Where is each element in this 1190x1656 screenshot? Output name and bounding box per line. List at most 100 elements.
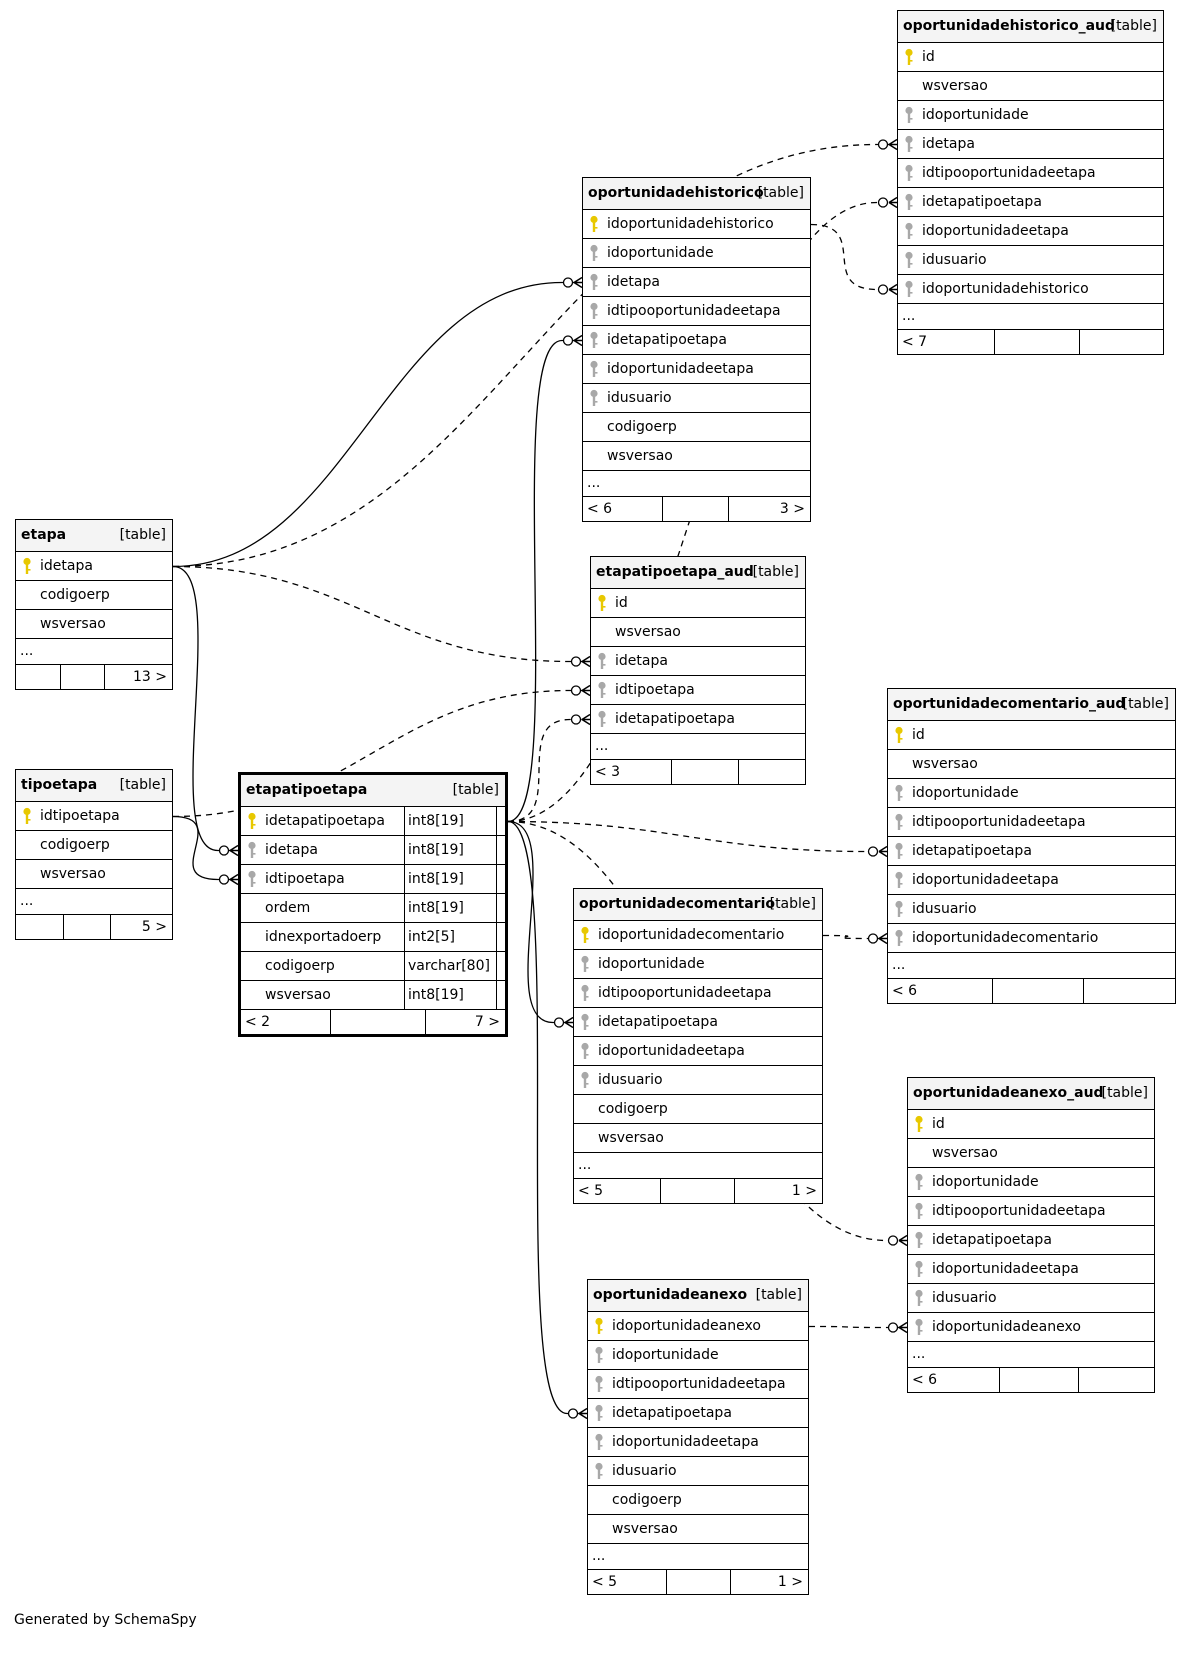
column-row[interactable]: idoportunidadeetapa	[574, 1037, 822, 1066]
column-row[interactable]: idtipooportunidadeetapa	[898, 159, 1163, 188]
column-row[interactable]: idtipooportunidadeetapa	[583, 297, 810, 326]
child-count[interactable]: 1 >	[791, 1183, 817, 1199]
column-row[interactable]: idetapatipoetapa	[588, 1399, 808, 1428]
table-name[interactable]: oportunidadecomentario	[579, 896, 775, 912]
column-row[interactable]: idoportunidade	[908, 1168, 1154, 1197]
parent-count[interactable]	[16, 915, 64, 939]
parent-count[interactable]	[16, 665, 61, 689]
column-row[interactable]: idtipooportunidadeetapa	[908, 1197, 1154, 1226]
column-row[interactable]: idetapatipoetapa	[898, 188, 1163, 217]
column-row[interactable]: idusuario	[574, 1066, 822, 1095]
column-row[interactable]: idoportunidade	[574, 950, 822, 979]
column-row[interactable]: codigoerp	[588, 1486, 808, 1515]
child-count[interactable]	[739, 760, 805, 784]
more-columns[interactable]: ...	[16, 639, 172, 665]
column-row[interactable]: idusuario	[898, 246, 1163, 275]
table-name[interactable]: tipoetapa	[21, 777, 98, 793]
column-row[interactable]: id	[888, 721, 1175, 750]
column-row[interactable]: id	[898, 43, 1163, 72]
table-header[interactable]: oportunidadeanexo[table]	[588, 1280, 808, 1312]
column-row[interactable]: idoportunidadeetapa	[583, 355, 810, 384]
child-count[interactable]: 5 >	[141, 919, 167, 935]
table-name[interactable]: oportunidadeanexo	[593, 1287, 748, 1303]
column-row[interactable]: idetapa	[898, 130, 1163, 159]
column-row[interactable]: idoportunidadeetapa	[898, 217, 1163, 246]
column-row[interactable]: idetapatipoetapa	[908, 1226, 1154, 1255]
column-row[interactable]: idoportunidadecomentario	[574, 921, 822, 950]
column-row[interactable]: idtipoetapa	[16, 802, 172, 831]
parent-count[interactable]: < 5	[588, 1570, 667, 1594]
more-columns[interactable]: ...	[583, 471, 810, 497]
table-oportunidadecomentario[interactable]: oportunidadecomentario[table]idoportunid…	[573, 888, 823, 1204]
column-row[interactable]: idusuario	[888, 895, 1175, 924]
more-columns[interactable]: ...	[591, 734, 805, 760]
child-count[interactable]: 1 >	[777, 1574, 803, 1590]
column-row[interactable]: idoportunidade	[583, 239, 810, 268]
column-row[interactable]: wsversao	[16, 610, 172, 639]
table-header[interactable]: oportunidadecomentario_aud[table]	[888, 689, 1175, 721]
table-name[interactable]: etapatipoetapa_aud	[596, 564, 754, 580]
parent-count[interactable]: < 7	[898, 330, 995, 354]
parent-count[interactable]: < 2	[241, 1010, 331, 1034]
table-header[interactable]: oportunidadehistorico[table]	[583, 178, 810, 210]
child-count[interactable]	[1080, 330, 1163, 354]
column-row[interactable]: idoportunidadecomentario	[888, 924, 1175, 953]
table-oportunidadehistorico[interactable]: oportunidadehistorico[table] idoportunida…	[582, 177, 811, 522]
more-columns[interactable]: ...	[588, 1544, 808, 1570]
table-header[interactable]: tipoetapa[table]	[16, 770, 172, 802]
parent-count[interactable]: < 6	[908, 1368, 1000, 1392]
column-row[interactable]: idetapa	[591, 647, 805, 676]
child-count[interactable]	[1084, 979, 1175, 1003]
column-row[interactable]: codigoerp	[16, 581, 172, 610]
table-header[interactable]: oportunidadecomentario[table]	[574, 889, 822, 921]
column-row[interactable]: idoportunidadeanexo	[908, 1313, 1154, 1342]
column-row[interactable]: wsversao	[574, 1124, 822, 1153]
column-row[interactable]: id	[908, 1110, 1154, 1139]
table-header[interactable]: etapatipoetapa[table]	[241, 775, 505, 807]
column-row[interactable]: idtipoetapa	[591, 676, 805, 705]
column-row[interactable]: wsversao	[588, 1515, 808, 1544]
parent-count[interactable]: < 6	[888, 979, 993, 1003]
column-row[interactable]: idetapatipoetapa	[583, 326, 810, 355]
column-row[interactable]: idusuario	[588, 1457, 808, 1486]
column-row[interactable]: idoportunidade	[888, 779, 1175, 808]
column-row[interactable]: wsversao	[908, 1139, 1154, 1168]
column-row[interactable]: codigoerp	[574, 1095, 822, 1124]
column-row[interactable]: idetapatipoetapa	[591, 705, 805, 734]
column-row[interactable]: wsversao	[591, 618, 805, 647]
column-row[interactable]: idusuario	[583, 384, 810, 413]
column-row[interactable]: idoportunidade	[588, 1341, 808, 1370]
column-row[interactable]: idetapatipoetapa	[574, 1008, 822, 1037]
parent-count[interactable]: < 6	[583, 497, 663, 521]
column-row[interactable]: idetapatipoetapa	[888, 837, 1175, 866]
column-row[interactable]: idusuario	[908, 1284, 1154, 1313]
table-header[interactable]: etapa[table]	[16, 520, 172, 552]
table-oportunidadeanexo[interactable]: oportunidadeanexo[table]idoportunidadean…	[587, 1279, 809, 1595]
column-row[interactable]: wsversao	[583, 442, 810, 471]
column-row[interactable]: idoportunidadeetapa	[588, 1428, 808, 1457]
column-row[interactable]: wsversao	[898, 72, 1163, 101]
more-columns[interactable]: ...	[574, 1153, 822, 1179]
table-header[interactable]: oportunidadeanexo_aud[table]	[908, 1078, 1154, 1110]
column-row[interactable]: idoportunidadehistorico	[898, 275, 1163, 304]
table-name[interactable]: oportunidadehistorico_aud	[903, 18, 1116, 34]
column-row[interactable]: codigoerp	[583, 413, 810, 442]
more-columns[interactable]: ...	[908, 1342, 1154, 1368]
child-count[interactable]: 13 >	[133, 669, 167, 685]
more-columns[interactable]: ...	[888, 953, 1175, 979]
column-row[interactable]: idetapa	[583, 268, 810, 297]
column-row[interactable]: idtipooportunidadeetapa	[588, 1370, 808, 1399]
more-columns[interactable]: ...	[16, 889, 172, 915]
column-row[interactable]: idtipooportunidadeetapa	[888, 808, 1175, 837]
